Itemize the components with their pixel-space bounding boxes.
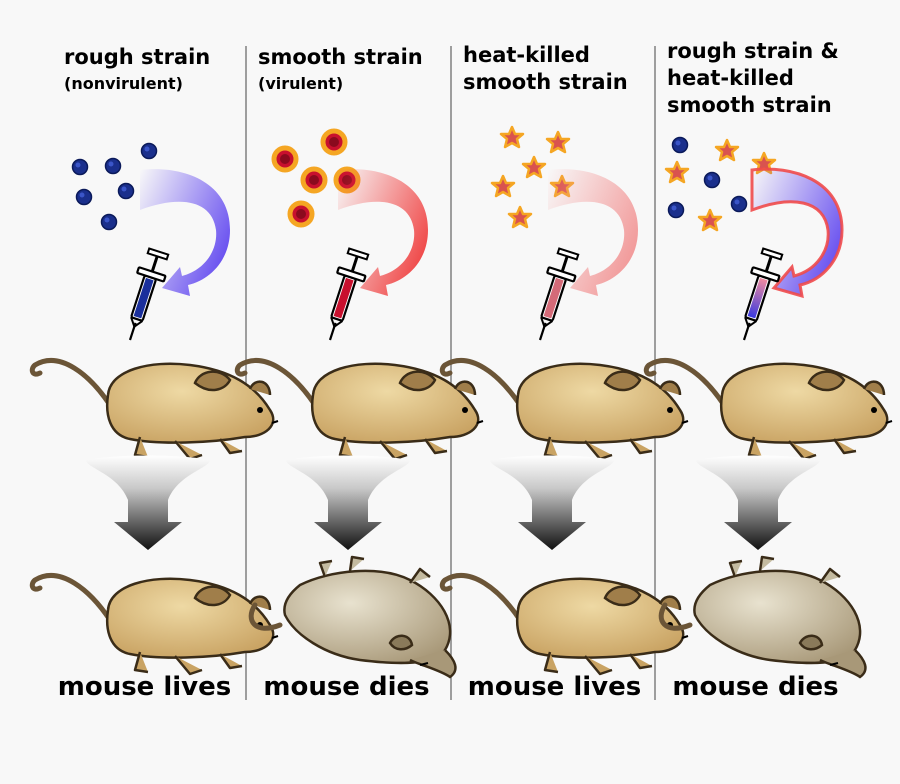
rough-bacterium-icon (75, 188, 93, 206)
rough-bacterium-icon (71, 158, 89, 176)
column-2-subtitle: (virulent) (258, 74, 344, 93)
column-4-title-line-3: smooth strain (667, 93, 832, 117)
rough-bacterium-icon (140, 142, 158, 160)
heat-killed-bacterium-icon (521, 155, 547, 179)
column-4-title: rough strain & heat-killed smooth strain (667, 38, 839, 119)
mouse-alive-icon (646, 361, 892, 459)
syringe-icon (525, 245, 584, 346)
syringe-icon (315, 245, 374, 346)
column-4-outcome: mouse dies (672, 672, 839, 702)
column-4-artwork (646, 136, 892, 678)
rough-bacterium-icon (671, 136, 689, 154)
smooth-bacterium-icon (303, 169, 325, 191)
funnel-arrow-icon (86, 455, 210, 550)
heat-killed-bacterium-icon (545, 130, 571, 154)
column-2-outcome: mouse dies (263, 672, 430, 702)
heat-killed-bacterium-icon (697, 208, 723, 232)
column-4-title-line-1: rough strain & (667, 39, 839, 63)
smooth-bacterium-icon (290, 203, 312, 225)
funnel-arrow-icon (490, 455, 614, 550)
column-3-title: heat-killed smooth strain (463, 42, 628, 96)
heat-killed-bacterium-icon (490, 174, 516, 198)
column-1-title: rough strain (nonvirulent) (64, 44, 210, 97)
column-3-title-line-2: smooth strain (463, 70, 628, 94)
funnel-arrow-icon (286, 455, 410, 550)
column-3-outcome: mouse lives (467, 672, 642, 702)
heat-killed-bacterium-icon (664, 160, 690, 184)
rough-bacterium-icon (104, 157, 122, 175)
injection-arrow-icon (338, 169, 428, 296)
injection-arrow-icon (140, 169, 230, 296)
column-1-subtitle: (nonvirulent) (64, 74, 183, 93)
heat-killed-bacterium-icon (499, 125, 525, 149)
smooth-bacterium-icon (323, 131, 345, 153)
rough-bacterium-icon (703, 171, 721, 189)
column-3-title-line-1: heat-killed (463, 43, 590, 67)
column-4-title-line-2: heat-killed (667, 66, 794, 90)
column-1-title-line-1: rough strain (64, 45, 211, 69)
mouse-alive-icon (442, 576, 688, 674)
injection-arrow-icon (750, 167, 844, 299)
column-2-title: smooth strain (virulent) (258, 44, 423, 97)
rough-bacterium-icon (100, 213, 118, 231)
column-1-outcome: mouse lives (57, 672, 232, 702)
funnel-arrow-icon (696, 455, 820, 550)
column-2-title-line-1: smooth strain (258, 45, 423, 69)
heat-killed-bacterium-icon (714, 138, 740, 162)
smooth-bacterium-icon (274, 148, 296, 170)
mouse-dead-icon (251, 557, 455, 677)
mouse-dead-icon (661, 557, 865, 677)
mouse-alive-icon (32, 576, 278, 674)
column-1-artwork (32, 142, 278, 675)
heat-killed-bacterium-icon (507, 205, 533, 229)
syringe-icon (115, 245, 174, 346)
syringe-icon (729, 245, 788, 346)
rough-bacterium-icon (730, 195, 748, 213)
column-2-artwork (237, 131, 483, 677)
injection-arrow-icon (548, 169, 638, 296)
rough-bacterium-icon (667, 201, 685, 219)
column-3-artwork (442, 125, 688, 674)
rough-bacterium-icon (117, 182, 135, 200)
